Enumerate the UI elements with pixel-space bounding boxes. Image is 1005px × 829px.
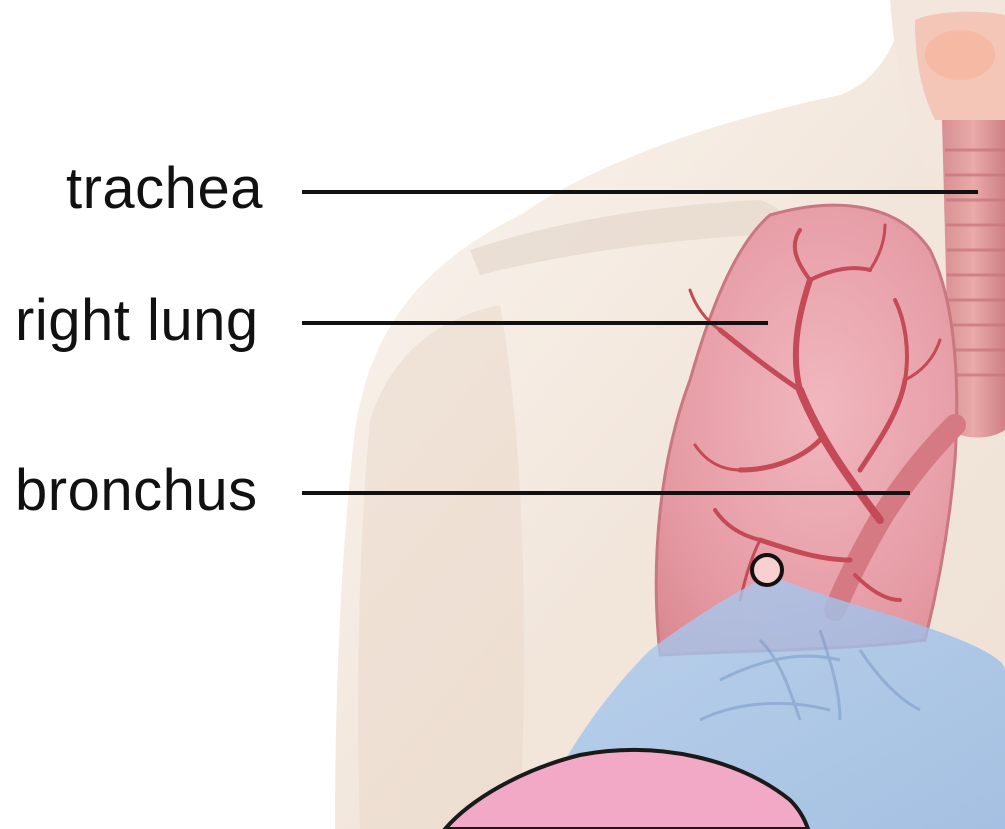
label-trachea: trachea	[66, 160, 263, 218]
label-bronchus: bronchus	[15, 462, 258, 520]
label-right-lung: right lung	[15, 292, 259, 350]
marker-circle	[752, 555, 782, 585]
